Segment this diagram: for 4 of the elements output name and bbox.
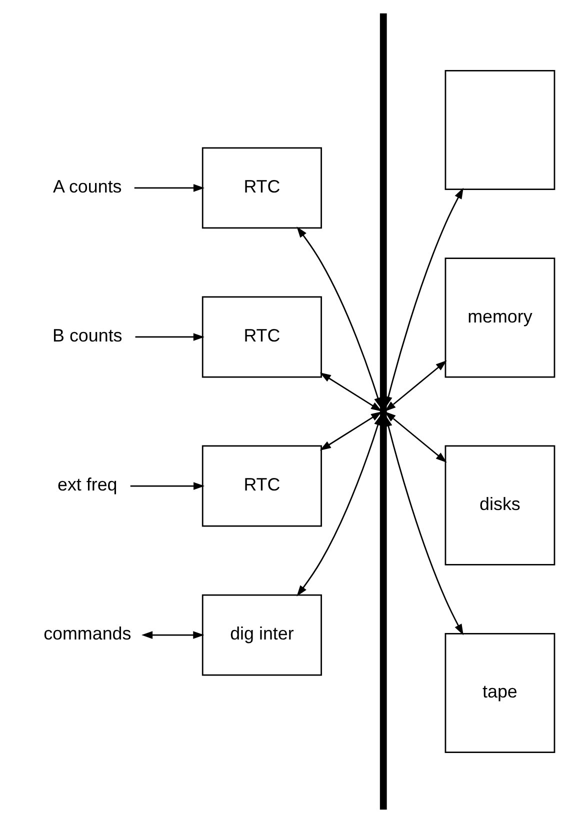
node-text: ext freq	[58, 474, 118, 495]
node-text: commands	[44, 624, 132, 644]
node-text: A counts	[53, 176, 122, 197]
node-text: B counts	[52, 326, 122, 346]
